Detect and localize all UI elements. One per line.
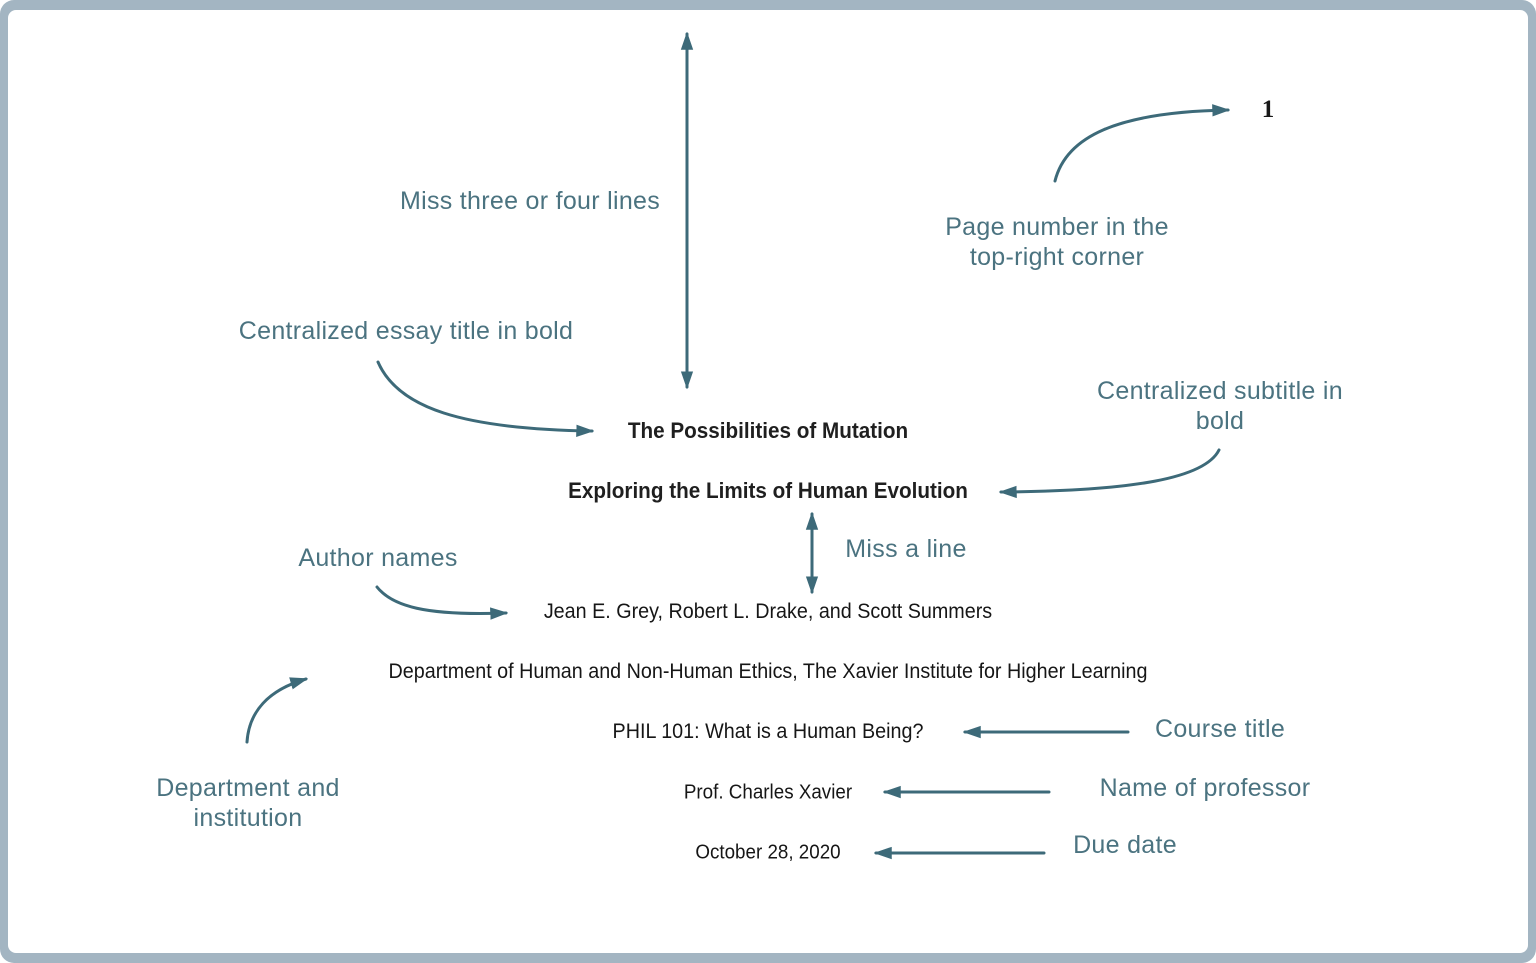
label-page-number: Page number in the top-right corner	[945, 213, 1169, 271]
essay-title: The Possibilities of Mutation	[627, 418, 909, 443]
label-centralized-subtitle: Centralized subtitle in bold	[1097, 377, 1343, 435]
label-due-date: Due date	[1073, 831, 1177, 859]
professor-name: Prof. Charles Xavier	[683, 781, 853, 804]
page-number: 1	[1261, 96, 1275, 123]
label-department-institution: Department and institution	[156, 774, 340, 832]
department-institution: Department of Human and Non-Human Ethics…	[388, 660, 1148, 683]
label-course-title: Course title	[1154, 715, 1286, 743]
essay-subtitle: Exploring the Limits of Human Evolution	[568, 478, 968, 503]
author-names: Jean E. Grey, Robert L. Drake, and Scott…	[543, 600, 993, 623]
label-author-names: Author names	[298, 544, 458, 572]
label-professor: Name of professor	[1099, 774, 1311, 802]
label-centralized-title: Centralized essay title in bold	[238, 317, 574, 345]
label-miss-a-line: Miss a line	[845, 535, 967, 563]
course-title: PHIL 101: What is a Human Being?	[612, 720, 924, 743]
due-date: October 28, 2020	[695, 841, 841, 864]
diagram-canvas	[8, 10, 1528, 953]
label-miss-three-or-four-lines: Miss three or four lines	[399, 187, 661, 215]
